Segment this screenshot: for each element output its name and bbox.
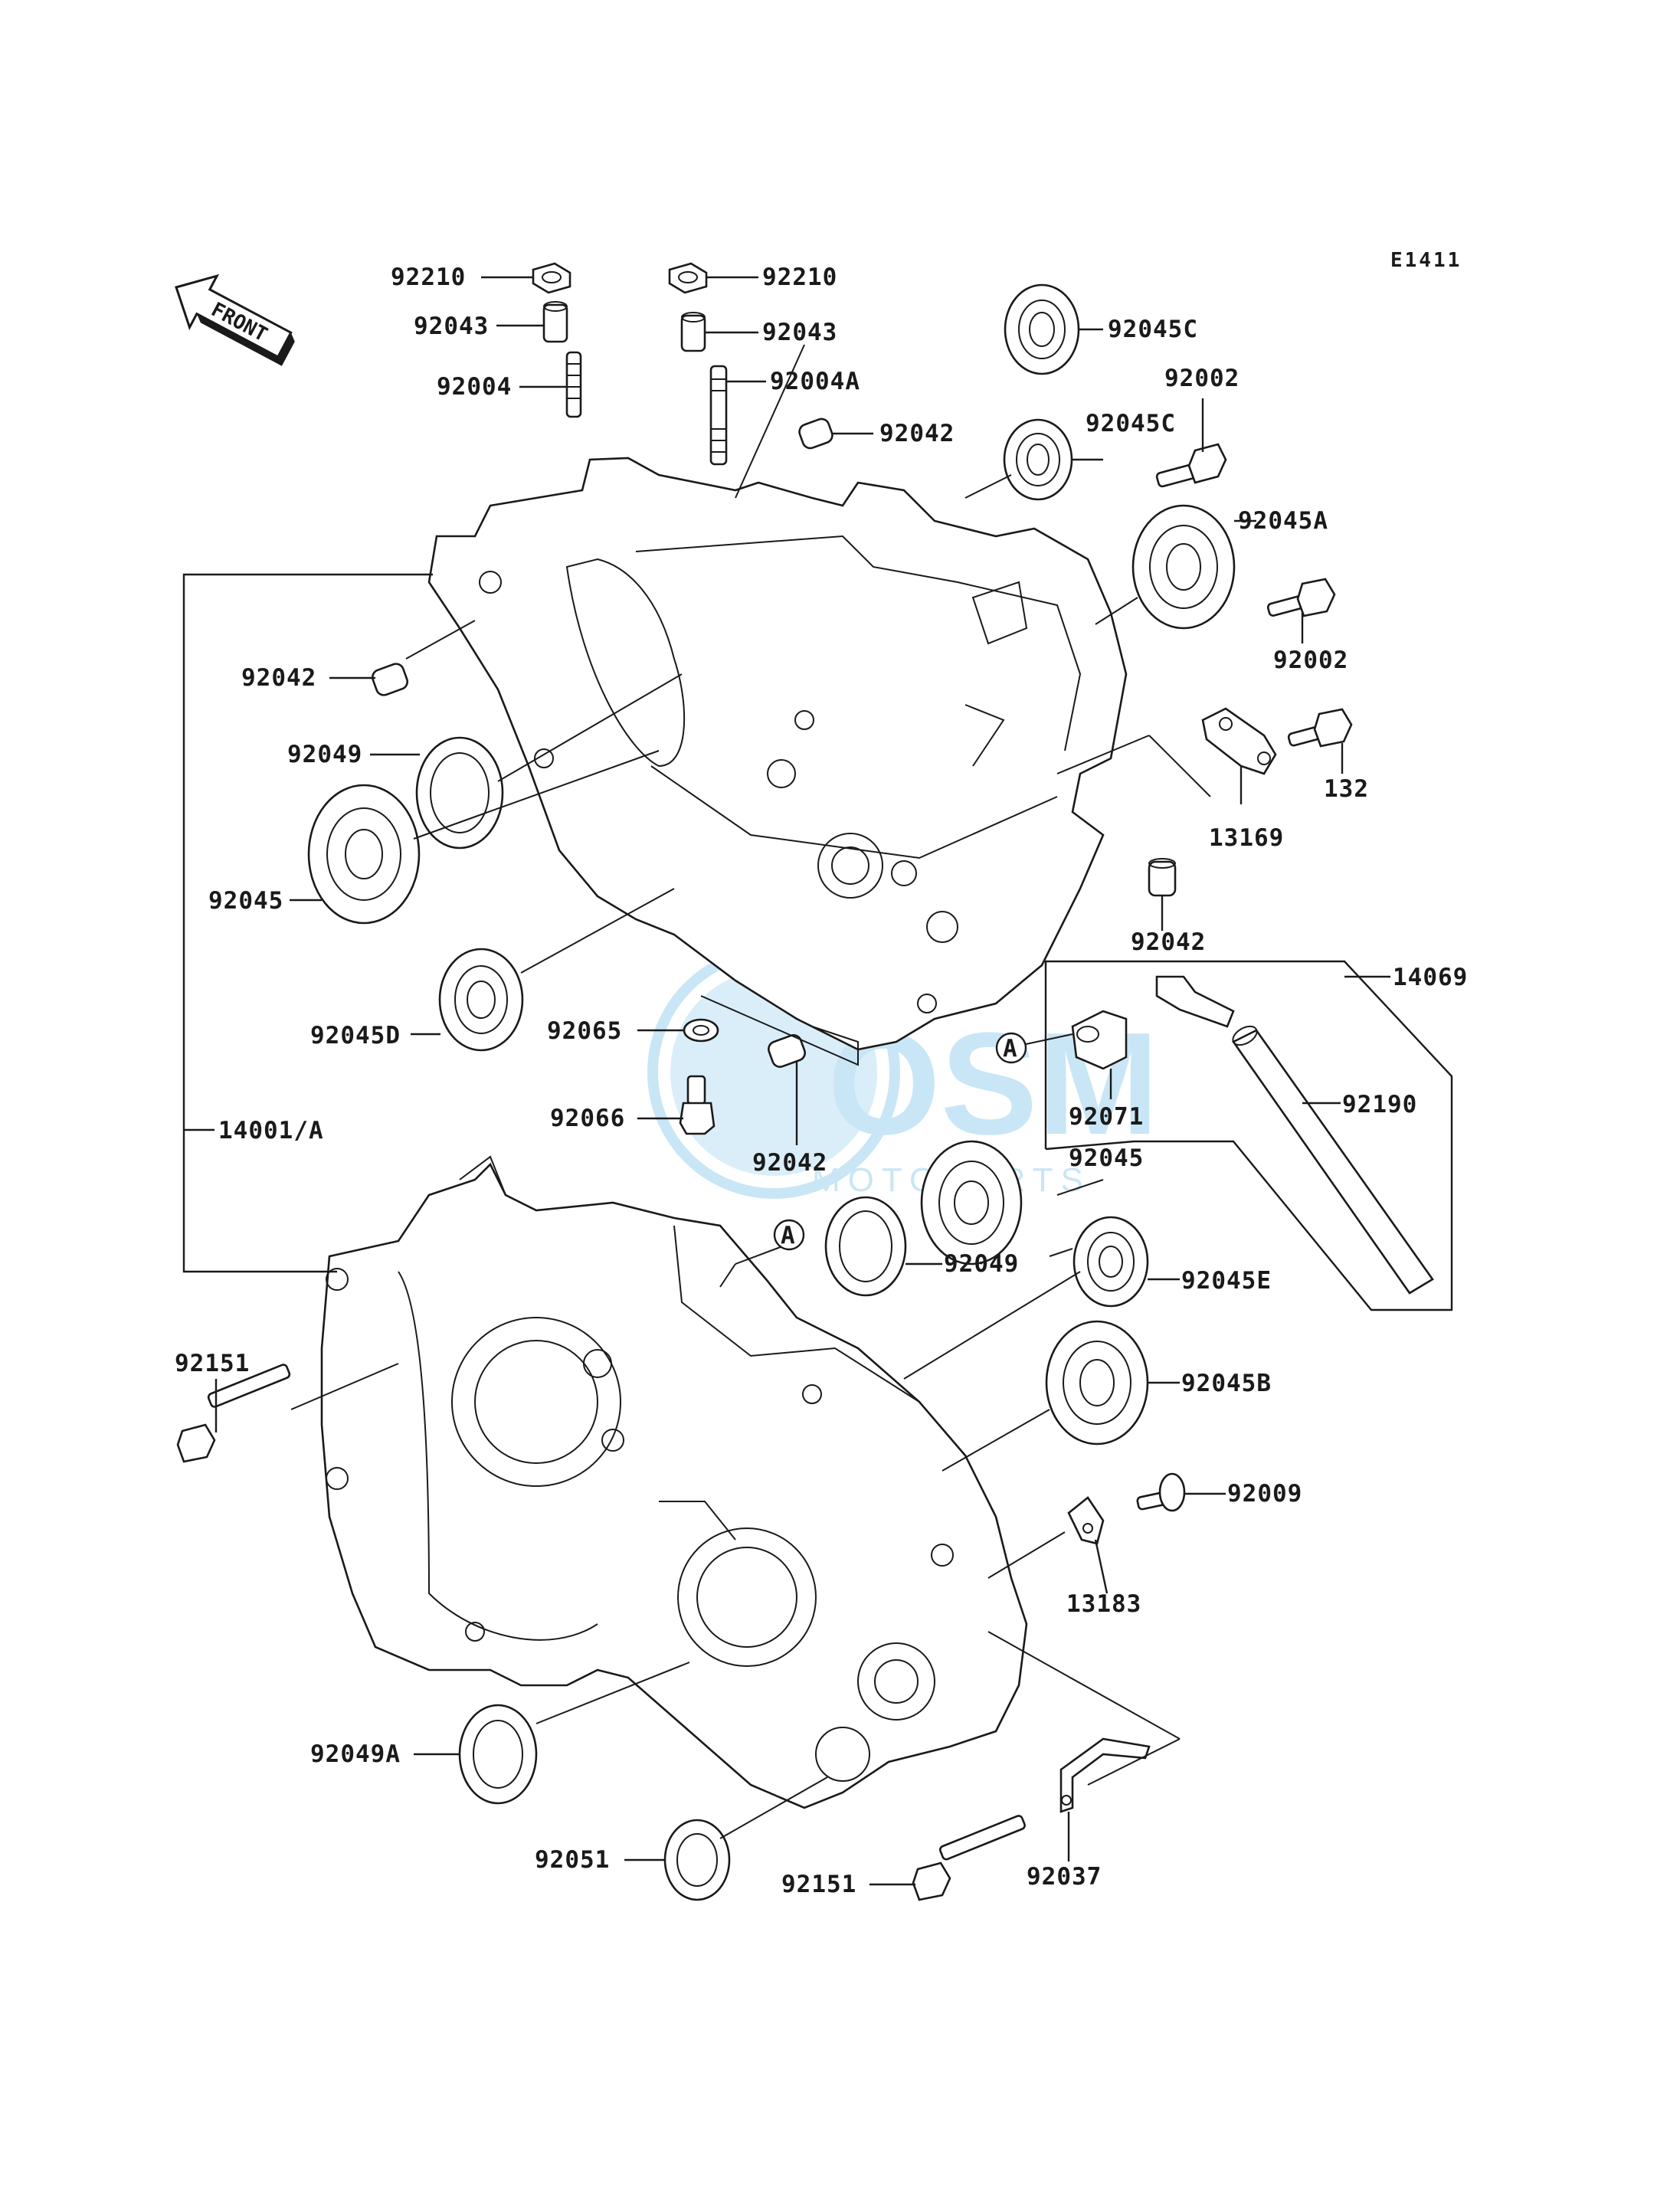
callout-a-label: A: [781, 1222, 796, 1249]
part-label-92071[interactable]: 92071: [1069, 1103, 1144, 1131]
dowel-92042-center: [768, 1034, 806, 1068]
stud-92004: [565, 351, 582, 418]
front-arrow-icon: FRONT: [175, 273, 295, 366]
part-label-92004[interactable]: 92004: [437, 373, 512, 401]
bearing-92045C-top: [1004, 283, 1080, 375]
plug-92066: [679, 1075, 716, 1135]
seal-92049: [415, 736, 504, 850]
part-label-92045A[interactable]: 92045A: [1238, 507, 1328, 535]
seal-92049A: [458, 1704, 538, 1805]
part-label-92049A[interactable]: 92049A: [310, 1740, 401, 1768]
screw-92009: [1136, 1472, 1186, 1512]
hose-92190: [1232, 1025, 1434, 1295]
part-label-92002[interactable]: 92002: [1273, 647, 1348, 674]
part-label-92049[interactable]: 92049: [944, 1250, 1019, 1278]
part-label-14001A[interactable]: 14001/A: [218, 1117, 324, 1144]
part-label-132[interactable]: 132: [1324, 775, 1369, 803]
part-label-92045C[interactable]: 92045C: [1086, 410, 1176, 437]
collar-92043-right: [680, 312, 706, 352]
bolt-92002-right: [1266, 578, 1336, 617]
part-label-92037[interactable]: 92037: [1027, 1863, 1102, 1891]
part-label-92002[interactable]: 92002: [1164, 365, 1240, 392]
part-label-92042[interactable]: 92042: [1131, 928, 1206, 956]
upper-crankcase: [427, 457, 1128, 1051]
part-label-92045D[interactable]: 92045D: [310, 1022, 401, 1049]
lower-crankcase: [320, 1155, 1028, 1809]
bearing-92045B: [1045, 1320, 1149, 1446]
nut-92210-right: [668, 262, 708, 294]
collar-92043-left: [542, 301, 568, 343]
bracket-92037: [1059, 1737, 1151, 1813]
part-label-92210[interactable]: 92210: [762, 264, 837, 291]
part-label-92045[interactable]: 92045: [208, 887, 283, 915]
part-labels: 92210 92210 92043 92043 92004 92004A 920…: [175, 264, 1468, 1898]
callout-a-upper: A: [995, 1032, 1027, 1064]
bolt-92151-bottom: [912, 1815, 1026, 1901]
seal-92051: [663, 1819, 731, 1901]
bolt-92151-left: [176, 1364, 291, 1463]
plate-13183: [1067, 1496, 1105, 1545]
part-label-92043[interactable]: 92043: [414, 313, 489, 340]
leader-lines: [182, 276, 1453, 1886]
part-label-92042[interactable]: 92042: [752, 1149, 827, 1177]
part-label-92042[interactable]: 92042: [879, 420, 955, 447]
grommet-92071: [1071, 1010, 1128, 1070]
part-label-92004A[interactable]: 92004A: [770, 368, 860, 395]
bearing-92045C-mid: [1003, 418, 1073, 501]
part-label-92065[interactable]: 92065: [547, 1017, 622, 1045]
callout-a-lower: A: [773, 1219, 805, 1251]
dowel-92042-right: [1148, 858, 1177, 897]
part-label-92045B[interactable]: 92045B: [1181, 1370, 1272, 1397]
stud-92004A: [709, 365, 728, 466]
elbow-fitting: [1155, 975, 1235, 1028]
bolt-132: [1287, 708, 1353, 748]
part-label-92051[interactable]: 92051: [535, 1846, 610, 1874]
part-label-92049[interactable]: 92049: [287, 741, 362, 768]
nut-92210-left: [532, 262, 571, 294]
seal-92049-lower: [824, 1196, 907, 1297]
bearing-92045D: [438, 948, 524, 1052]
part-label-92190[interactable]: 92190: [1342, 1091, 1417, 1118]
bearing-92045-lower: [920, 1140, 1023, 1265]
part-label-92042[interactable]: 92042: [241, 664, 316, 692]
diagram-ref-code: E1411: [1390, 249, 1462, 272]
part-label-92045C[interactable]: 92045C: [1108, 316, 1198, 343]
dowel-92042-left: [371, 663, 409, 696]
bearing-92045E: [1073, 1216, 1149, 1308]
part-label-13183[interactable]: 13183: [1066, 1590, 1141, 1618]
callout-a-label: A: [1003, 1035, 1018, 1062]
part-label-92045[interactable]: 92045: [1069, 1144, 1144, 1172]
part-label-92043[interactable]: 92043: [762, 319, 837, 346]
part-label-92066[interactable]: 92066: [550, 1105, 625, 1132]
part-label-92210[interactable]: 92210: [391, 264, 466, 291]
part-label-14069[interactable]: 14069: [1393, 964, 1468, 991]
bolt-92002-top: [1155, 443, 1227, 488]
part-label-92151[interactable]: 92151: [781, 1871, 856, 1898]
dowel-92042-top: [798, 417, 833, 450]
part-label-92045E[interactable]: 92045E: [1181, 1267, 1272, 1295]
part-label-13169[interactable]: 13169: [1209, 824, 1284, 852]
bearing-92045: [307, 784, 421, 925]
part-label-92151[interactable]: 92151: [175, 1350, 250, 1377]
part-label-92009[interactable]: 92009: [1227, 1480, 1302, 1508]
bearing-92045A: [1131, 504, 1236, 630]
plate-13169: [1201, 707, 1277, 775]
washer-92065: [683, 1018, 719, 1043]
